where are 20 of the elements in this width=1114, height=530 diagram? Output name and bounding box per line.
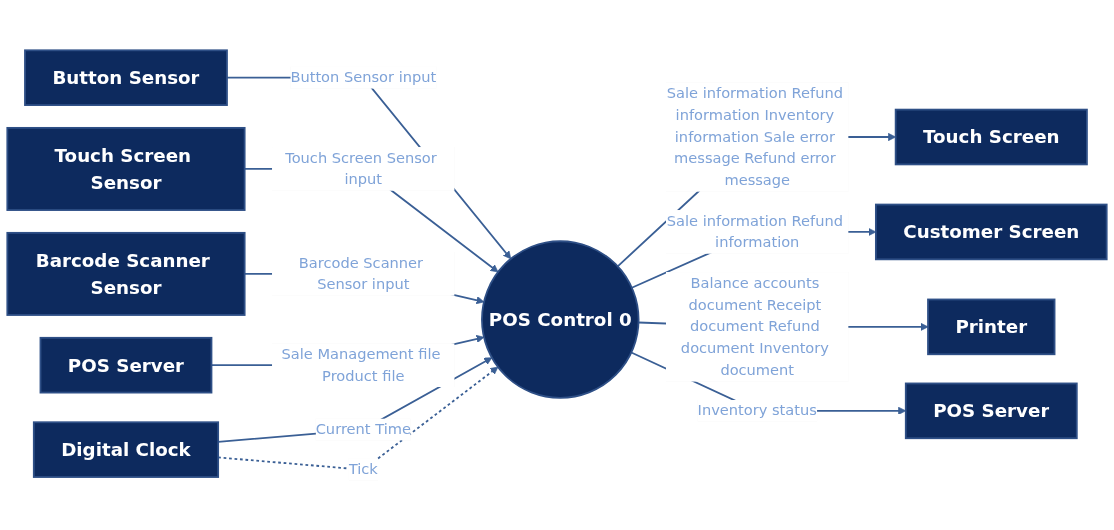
edge-label: Button Sensor input	[290, 68, 437, 86]
edge-label: Barcode Scanner Sensor input	[298, 253, 424, 293]
edge-label: Inventory status	[697, 401, 817, 419]
node-circle: POS Control 0	[481, 239, 640, 399]
edge-label: Sale information Refund information Inventory information Sale error message Refund error message	[666, 83, 844, 189]
edge-label: Touch Screen Sensor input	[285, 148, 437, 188]
node-box: Touch Screen Sensor	[6, 126, 246, 211]
node-box: Customer Screen	[874, 203, 1108, 260]
edge-label: Sale Management file Product file	[281, 344, 441, 384]
node-box: Digital Clock	[32, 420, 220, 478]
edge-label: Balance accounts document Receipt document Refund document Inventory document	[680, 273, 829, 379]
node-box: POS Server	[39, 336, 213, 393]
node-box: Printer	[927, 298, 1056, 355]
edge-label: Current Time	[315, 419, 411, 438]
node-box: Touch Screen	[894, 108, 1088, 165]
node-box: Button Sensor	[24, 48, 228, 106]
edge-label: Tick	[348, 460, 378, 478]
node-box: POS Server	[904, 382, 1078, 439]
edge-label: Sale information Refund information	[666, 211, 844, 251]
node-box: Barcode Scanner Sensor	[6, 231, 246, 316]
